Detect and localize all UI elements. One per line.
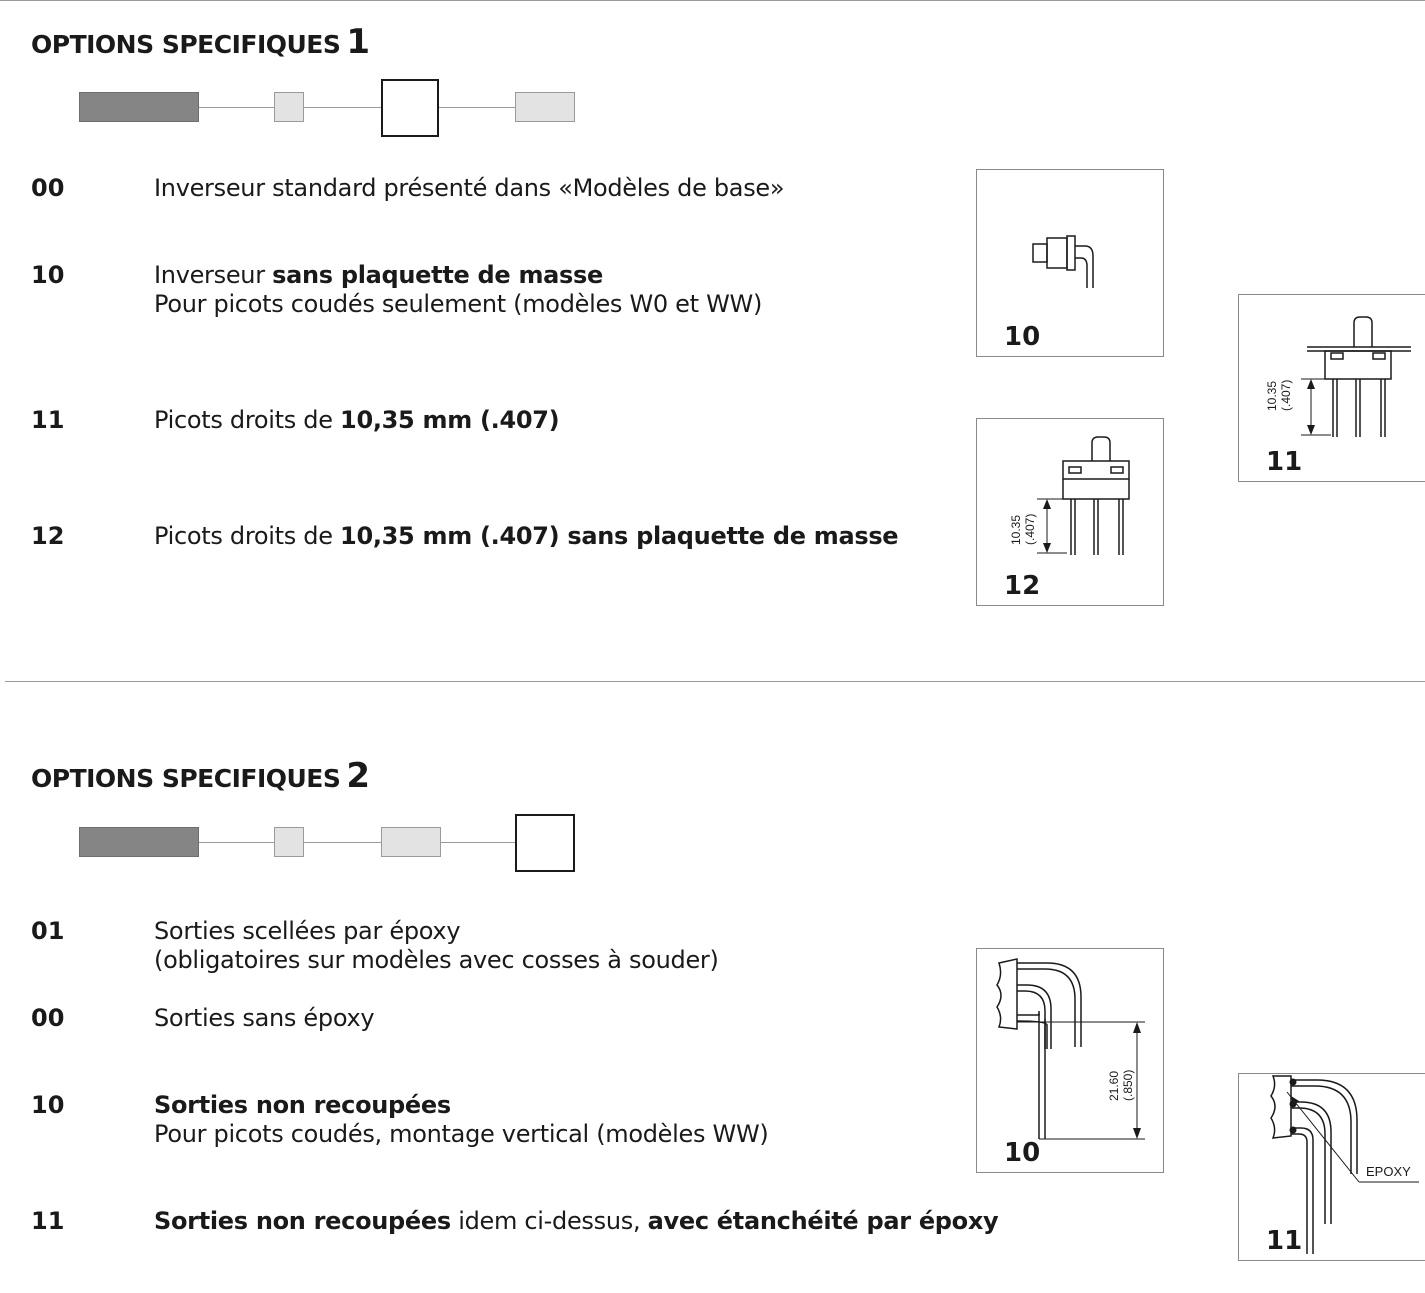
code-segment-small <box>274 92 304 122</box>
dimension-inch: (.407) <box>1279 379 1293 411</box>
epoxy-callout: EPOXY <box>1366 1164 1411 1179</box>
option-description: Sorties non recoupées Pour picots coudés… <box>154 1091 769 1149</box>
option-code: 00 <box>31 174 65 202</box>
desc-line2: Pour picots coudés, montage vertical (mo… <box>154 1120 769 1148</box>
section-2-number: 2 <box>346 756 370 796</box>
desc-text: Inverseur <box>154 261 273 289</box>
code-connector <box>439 107 515 108</box>
code-segment-highlighted <box>381 79 439 137</box>
figure-label: 12 <box>1004 571 1041 601</box>
option-description: Sorties scellées par époxy (obligatoires… <box>154 917 719 975</box>
dimension-inch: (.407) <box>1023 513 1037 545</box>
top-rule <box>0 0 1425 1</box>
option-description: Inverseur sans plaquette de masse Pour p… <box>154 261 762 319</box>
desc-text-bold: 10,35 mm (.407) <box>340 406 560 434</box>
code-connector <box>441 842 515 843</box>
code-connector <box>199 107 274 108</box>
code-segment-small <box>274 827 304 857</box>
option-description: Sorties sans époxy <box>154 1004 375 1033</box>
option-description: Sorties non recoupées idem ci-dessus, av… <box>154 1207 999 1236</box>
figure-label: 11 <box>1266 447 1303 477</box>
switch-front-view-drawing <box>1301 316 1411 437</box>
figure-uncut-leads-epoxy: EPOXY 11 <box>1238 1073 1425 1261</box>
option-description: Picots droits de 10,35 mm (.407) <box>154 406 560 435</box>
desc-text-bold: sans plaquette de masse <box>272 261 604 289</box>
option-code: 10 <box>31 261 65 289</box>
figure-label: 10 <box>1004 1138 1041 1168</box>
bent-leads-drawing <box>996 958 1145 1140</box>
code-segment-highlighted <box>515 814 575 872</box>
code-connector <box>304 107 381 108</box>
desc-text: Picots droits de <box>154 522 341 550</box>
desc-text: idem ci-dessus, <box>450 1207 648 1235</box>
option-code: 11 <box>31 406 65 434</box>
code-segment-series <box>79 827 199 857</box>
desc-text: Picots droits de <box>154 406 341 434</box>
option-code: 12 <box>31 522 65 550</box>
option-code: 10 <box>31 1091 65 1119</box>
section-divider <box>5 681 1425 682</box>
code-connector <box>199 842 274 843</box>
bent-leads-epoxy-drawing <box>1270 1075 1419 1254</box>
option-description: Inverseur standard présenté dans «Modèle… <box>154 174 785 203</box>
option-code: 00 <box>31 1004 65 1032</box>
dimension-value: 10.35 <box>1009 514 1023 545</box>
section-1-title-text: OPTIONS SPECIFIQUES <box>31 30 341 59</box>
switch-front-view-drawing <box>1037 436 1130 555</box>
figure-straight-pins-with-plate: 10.35 (.407) 11 <box>1238 294 1425 482</box>
figure-label: 11 <box>1266 1226 1303 1256</box>
figure-label: 10 <box>1004 322 1041 352</box>
section-2-code-diagram <box>79 813 579 875</box>
dimension-value: 10.35 <box>1265 380 1279 411</box>
section-1-number: 1 <box>346 22 370 62</box>
desc-line2: (obligatoires sur modèles avec cosses à … <box>154 946 719 974</box>
desc-text: Sorties sans époxy <box>154 1004 375 1032</box>
code-segment-series <box>79 92 199 122</box>
desc-line2: Pour picots coudés seulement (modèles W0… <box>154 290 763 318</box>
code-segment-wide <box>515 92 575 122</box>
option-code: 11 <box>31 1207 65 1235</box>
dimension-value: 21.60 <box>1107 1070 1121 1101</box>
switch-side-view-drawing <box>1032 235 1094 288</box>
section-2-title-text: OPTIONS SPECIFIQUES <box>31 764 341 793</box>
option-code: 01 <box>31 917 65 945</box>
dimension-inch: (.850) <box>1121 1069 1135 1101</box>
desc-text: Inverseur standard présenté dans «Modèle… <box>154 174 785 202</box>
section-1-code-diagram <box>79 78 579 140</box>
code-segment-wide <box>381 827 441 857</box>
desc-text-bold: 10,35 mm (.407) sans plaquette de masse <box>340 522 899 550</box>
option-description: Picots droits de 10,35 mm (.407) sans pl… <box>154 522 899 551</box>
figure-straight-pins-no-plate: 10.35 (.407) 12 <box>976 418 1164 606</box>
figure-uncut-leads: 21.60 (.850) 10 <box>976 948 1164 1173</box>
figure-switch-no-ground-plate: 10 <box>976 169 1164 357</box>
desc-text-bold: avec étanchéité par époxy <box>647 1207 999 1235</box>
desc-text: Sorties scellées par époxy <box>154 917 461 945</box>
code-connector <box>304 842 381 843</box>
desc-text-bold: Sorties non recoupées <box>154 1207 451 1235</box>
desc-text-bold: Sorties non recoupées <box>154 1091 451 1119</box>
